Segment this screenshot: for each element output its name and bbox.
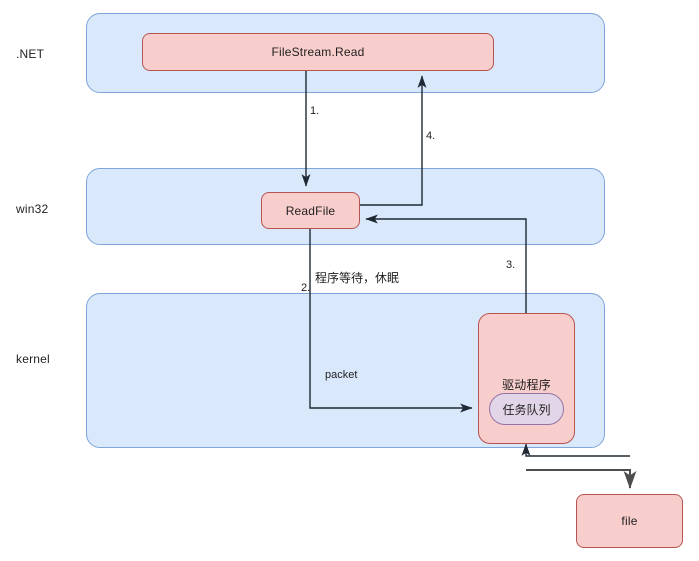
- node-label-file: file: [621, 514, 638, 528]
- node-file[interactable]: file: [576, 494, 683, 548]
- edge-label-step-3: 3.: [506, 259, 516, 271]
- node-filestream-read[interactable]: FileStream.Read: [142, 33, 494, 71]
- edge-label-step-2: 2.: [301, 282, 311, 294]
- node-label-filestream-read: FileStream.Read: [271, 45, 365, 59]
- edge-label-wait-sleep: 程序等待，休眠: [315, 271, 400, 285]
- node-readfile[interactable]: ReadFile: [261, 192, 360, 229]
- edge-label-packet: packet: [325, 369, 358, 381]
- layer-label-win32: win32: [16, 202, 49, 216]
- edge-driver-to-file: [526, 469, 637, 489]
- node-label-readfile: ReadFile: [285, 203, 336, 218]
- node-label-task-queue: 任务队列: [502, 402, 551, 417]
- edge-label-step-4: 4.: [426, 130, 436, 142]
- node-label-driver: 驱动程序: [502, 378, 551, 392]
- layer-label-dotnet: .NET: [16, 47, 45, 61]
- edge-label-step-1: 1.: [310, 105, 320, 117]
- node-task-queue[interactable]: 任务队列: [489, 393, 564, 425]
- layer-label-kernel: kernel: [16, 352, 50, 366]
